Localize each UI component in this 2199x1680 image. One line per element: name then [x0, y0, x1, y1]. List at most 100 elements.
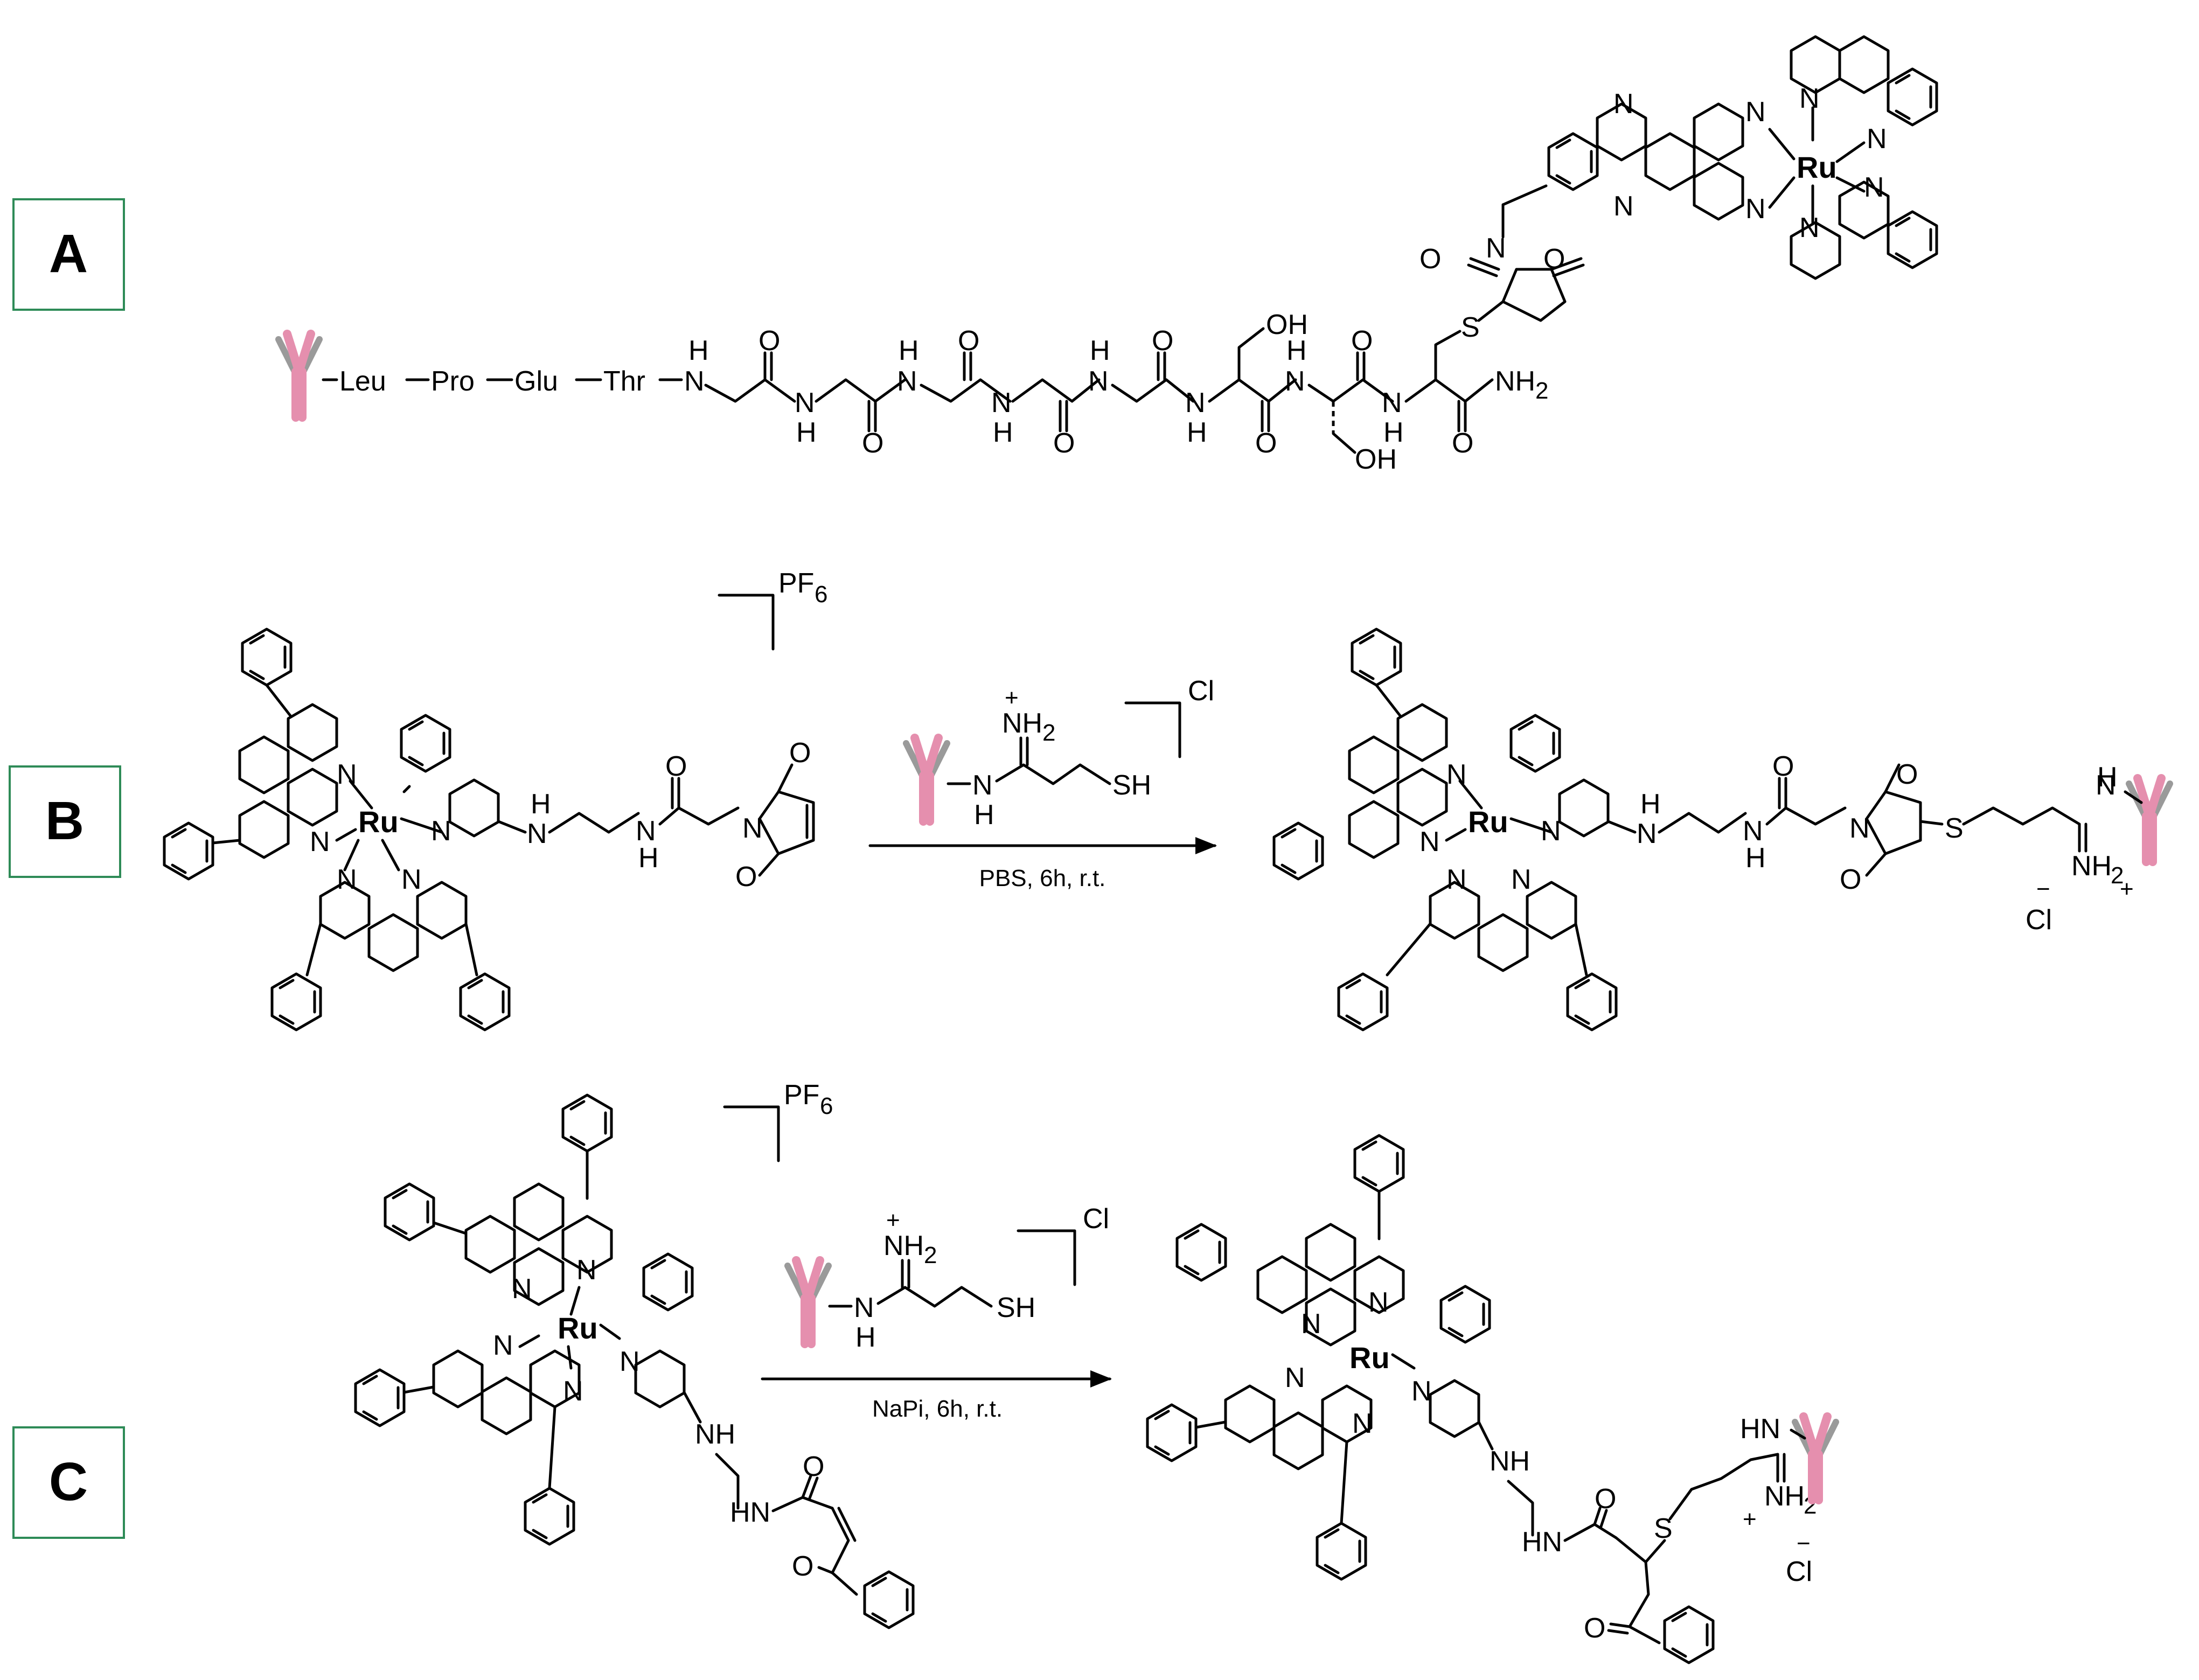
atom-label: N	[527, 818, 547, 849]
atom-label: N	[1419, 826, 1440, 858]
atom-label: O	[1584, 1613, 1605, 1644]
atom-label: Cl	[2026, 904, 2052, 936]
atom-label: N	[1511, 864, 1532, 895]
atom-label: OH	[1355, 444, 1397, 475]
atom-label: N	[1382, 387, 1402, 419]
atom-label: +	[1743, 1506, 1757, 1532]
panel-b-reactant: PF 6 N N Ru N N H N H O N	[164, 568, 827, 1030]
atom-label: N	[1745, 193, 1766, 225]
atom-label: N	[1613, 88, 1634, 120]
peptide-residue: Leu	[339, 366, 386, 397]
atom-label: H	[1383, 417, 1404, 448]
atom-label: 2	[924, 1242, 937, 1268]
atom-label: N	[1352, 1408, 1373, 1439]
reaction-conditions: PBS, 6h, r.t.	[979, 865, 1106, 891]
atom-label: NH	[1490, 1446, 1530, 1477]
atom-label: H	[1745, 842, 1766, 874]
atom-label: N	[620, 1346, 640, 1377]
atom-label: N	[1799, 212, 1820, 243]
atom-label: N	[1301, 1308, 1321, 1340]
atom-label: +	[2120, 876, 2134, 902]
atom-label: O	[1152, 325, 1173, 357]
atom-label: H	[2097, 762, 2118, 793]
atom-label: Ru	[1349, 1341, 1390, 1375]
panel-b-label: B	[45, 791, 84, 851]
atom-label: N	[563, 1376, 583, 1407]
atom-label: O	[792, 1551, 813, 1582]
atom-label: N	[576, 1254, 597, 1286]
atom-label: H	[638, 842, 659, 874]
atom-label: HN	[1740, 1413, 1780, 1445]
reaction-conditions: NaPi, 6h, r.t.	[872, 1396, 1003, 1422]
atom-label: +	[886, 1207, 900, 1233]
atom-label: O	[1452, 428, 1473, 459]
atom-label: H	[993, 417, 1013, 448]
panel-b-reagent: N H NH 2 + SH Cl	[906, 675, 1214, 831]
atom-label: Ru	[358, 805, 399, 839]
atom-label: N	[1745, 96, 1766, 128]
atom-label: N	[310, 826, 330, 858]
atom-label: H	[899, 335, 919, 366]
panel-c-reagent: N H NH 2 + SH Cl	[788, 1203, 1109, 1353]
atom-label: N	[2096, 770, 2116, 801]
atom-label: O	[958, 325, 979, 357]
counterion-label: Cl	[1188, 675, 1214, 707]
peptide-residue: Pro	[431, 366, 475, 397]
panel-b-product: N N Ru N N H N H O N O O S N H NH 2 + Cl	[1274, 629, 2170, 1030]
atom-label: N	[1867, 123, 1887, 155]
atom-label: N	[854, 1292, 874, 1323]
atom-label: N	[972, 770, 993, 801]
peptide-residue: Thr	[603, 366, 645, 397]
atom-label: N	[991, 387, 1012, 419]
atom-label: Ru	[558, 1311, 598, 1345]
atom-label: N	[1285, 366, 1305, 397]
atom-label: H	[688, 335, 709, 366]
atom-label: 2	[2111, 862, 2124, 889]
atom-label: NH	[1495, 366, 1535, 397]
panel-c-label: C	[49, 1452, 88, 1512]
atom-label: N	[636, 815, 656, 847]
atom-label: O	[862, 428, 883, 459]
atom-label: H	[796, 417, 817, 448]
atom-label: O	[1595, 1483, 1616, 1515]
panel-a-label: A	[49, 224, 88, 284]
atom-label: O	[803, 1451, 824, 1482]
atom-label: NH	[1764, 1481, 1805, 1512]
atom-label: N	[684, 366, 705, 397]
antibody-icon	[906, 738, 947, 821]
atom-label: H	[1286, 335, 1307, 366]
atom-label: H	[1640, 789, 1661, 820]
counterion-label: PF	[778, 568, 814, 599]
atom-label: O	[758, 325, 780, 357]
atom-label: N	[1864, 172, 1884, 203]
panel-b-box: B	[9, 765, 121, 878]
atom-label: −	[1797, 1530, 1811, 1557]
atom-label: N	[1285, 1362, 1305, 1393]
antibody-icon	[2129, 778, 2170, 862]
atom-label: HN	[1522, 1526, 1562, 1558]
atom-label: O	[789, 737, 811, 769]
atom-label: +	[1005, 685, 1019, 711]
atom-label: N	[337, 864, 357, 895]
atom-label: OH	[1266, 309, 1308, 340]
peptide-residue: Glu	[514, 366, 558, 397]
atom-label: H	[974, 799, 994, 831]
atom-label: O	[1840, 864, 1861, 895]
atom-label: O	[735, 861, 757, 893]
atom-label: N	[1185, 387, 1206, 419]
atom-label: N	[493, 1330, 513, 1361]
atom-label: S	[1945, 813, 1964, 844]
atom-label: N	[512, 1273, 532, 1305]
atom-label: N	[1368, 1287, 1389, 1318]
atom-label: −	[2036, 876, 2050, 902]
atom-label: NH	[695, 1419, 735, 1450]
atom-label: NH	[883, 1230, 924, 1261]
atom-label: N	[1088, 366, 1109, 397]
atom-label: N	[1446, 864, 1467, 895]
atom-label: H	[855, 1322, 876, 1353]
antibody-icon	[788, 1260, 829, 1344]
atom-label: N	[795, 387, 815, 419]
atom-label: O	[1543, 243, 1565, 275]
atom-label: O	[1053, 428, 1075, 459]
